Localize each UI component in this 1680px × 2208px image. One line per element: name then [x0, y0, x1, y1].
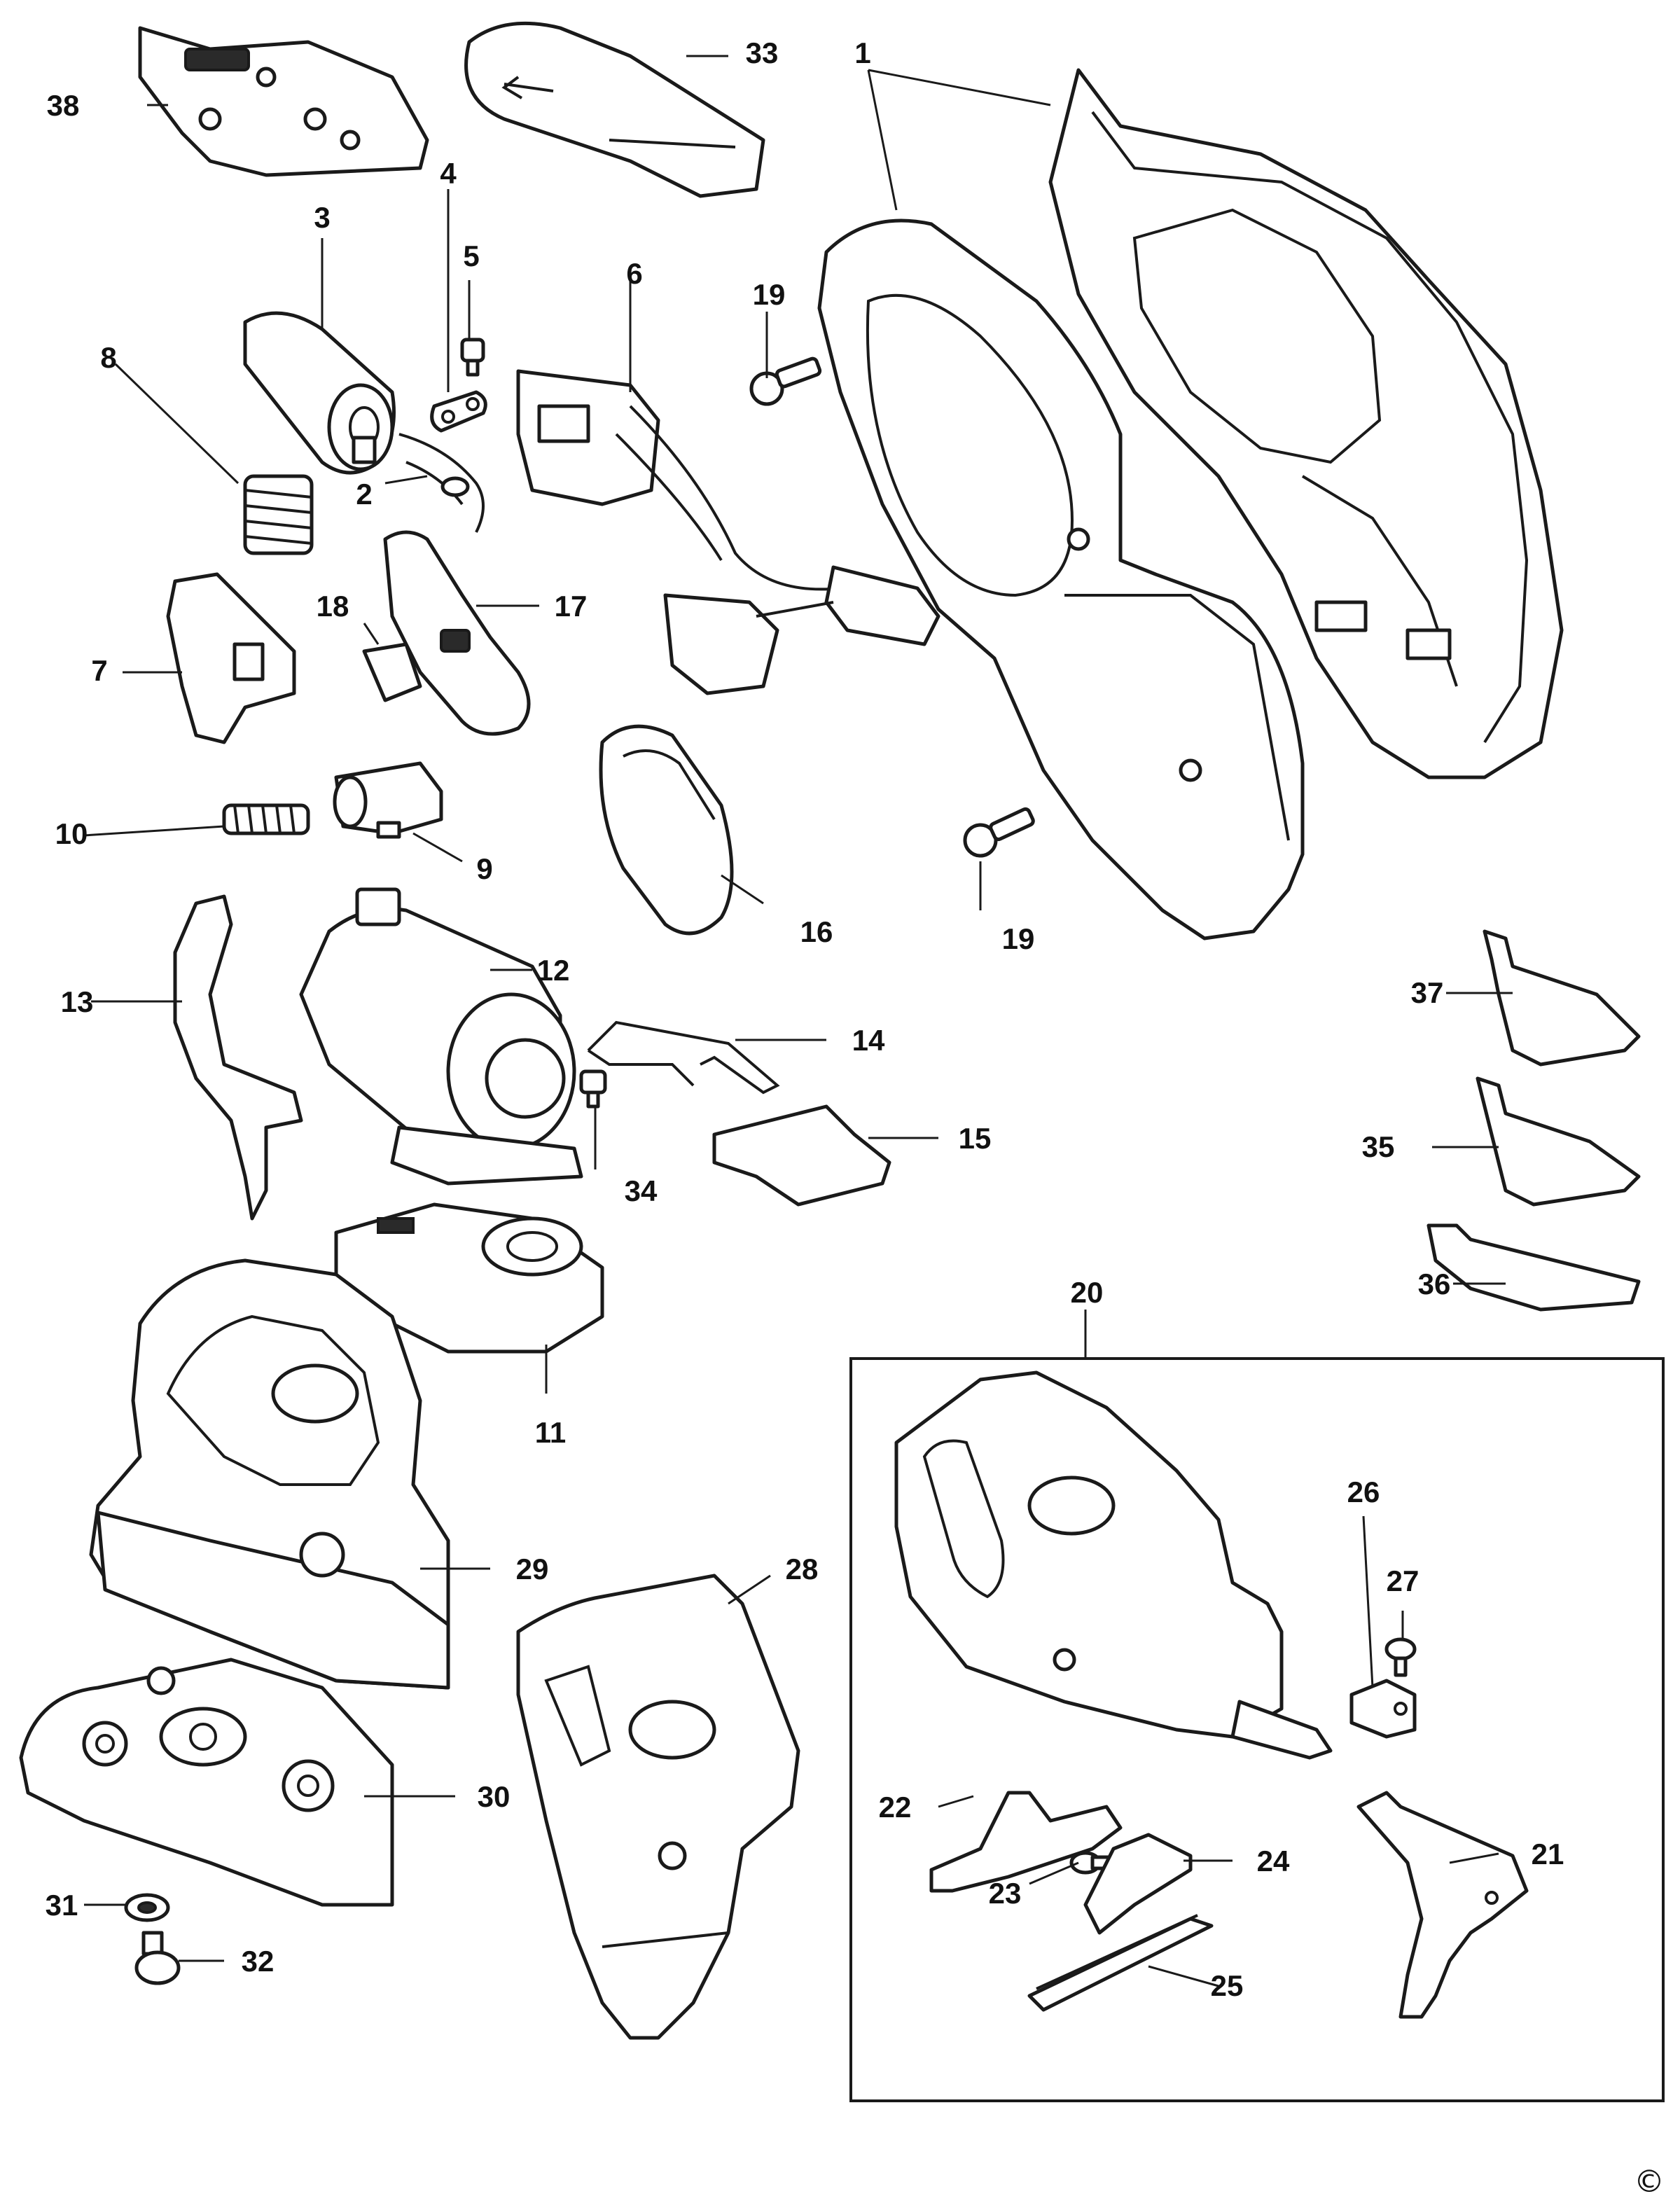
label-30: 30 — [478, 1780, 511, 1813]
label-25: 25 — [1211, 1969, 1244, 2002]
part-1-housing-left — [817, 218, 1305, 940]
part-15-cover — [712, 1104, 891, 1207]
part-9-sleeve — [333, 761, 443, 839]
part-20-housing — [894, 1370, 1333, 1760]
label-14: 14 — [852, 1024, 885, 1057]
part-21-arm — [1356, 1791, 1529, 2019]
part-29-sander-assembly — [89, 1258, 450, 1690]
label-19-lower: 19 — [1002, 922, 1035, 955]
part-26-clamp — [1349, 1679, 1417, 1739]
label-31: 31 — [46, 1889, 78, 1922]
label-35: 35 — [1362, 1130, 1395, 1163]
label-33: 33 — [746, 36, 779, 69]
callout-labels: 38 33 1 3 4 5 6 19 8 2 18 17 7 10 9 16 1… — [46, 36, 1665, 2200]
part-6-switch-assembly — [516, 369, 940, 695]
part-7-bracket — [166, 572, 296, 744]
label-38: 38 — [47, 89, 80, 122]
label-8: 8 — [100, 341, 116, 374]
part-16-rubber-button — [599, 724, 734, 936]
part-1-housing-right — [1048, 68, 1564, 779]
label-5: 5 — [463, 239, 479, 272]
part-24-shoe — [1083, 1833, 1193, 1935]
part-12-motor — [299, 887, 583, 1186]
leader-lines — [83, 55, 1513, 1987]
part-17-trigger-cover — [383, 530, 531, 736]
label-3: 3 — [314, 201, 330, 234]
label-23: 23 — [989, 1877, 1022, 1910]
part-34-screw — [579, 1069, 607, 1109]
label-28: 28 — [786, 1553, 819, 1585]
part-36-scraper-blade — [1426, 1223, 1641, 1312]
label-26: 26 — [1347, 1476, 1380, 1508]
part-20-kit-box — [849, 1357, 1665, 2102]
label-36: 36 — [1418, 1268, 1451, 1300]
part-38-base-plate — [138, 26, 429, 177]
part-27-screw — [1384, 1637, 1417, 1677]
label-20: 20 — [1071, 1276, 1104, 1309]
label-16: 16 — [800, 915, 833, 948]
label-6: 6 — [626, 257, 642, 290]
label-24: 24 — [1257, 1845, 1290, 1877]
part-11-gearbox — [334, 1202, 604, 1354]
part-14-wire-clip — [587, 1020, 780, 1095]
part-10-spring — [222, 803, 310, 835]
label-10: 10 — [55, 817, 88, 850]
label-4: 4 — [440, 157, 457, 190]
label-32: 32 — [242, 1945, 275, 1978]
part-33-nozzle — [464, 21, 765, 198]
label-18: 18 — [317, 590, 349, 623]
part-8-spring — [243, 474, 314, 555]
label-9: 9 — [476, 852, 492, 885]
part-2-cable — [398, 433, 485, 533]
label-29: 29 — [516, 1553, 549, 1585]
part-28-detail-head — [516, 1574, 800, 2040]
label-7: 7 — [91, 654, 107, 687]
part-18-clip — [362, 642, 422, 702]
part-25-blade — [1027, 1914, 1214, 2012]
part-4-cable-clamp — [430, 390, 487, 433]
label-27: 27 — [1387, 1564, 1419, 1597]
part-19-screw-upper — [749, 356, 822, 406]
part-19-screw-lower — [963, 807, 1035, 858]
label-17: 17 — [555, 590, 588, 623]
part-31-washer — [124, 1893, 170, 1922]
part-35-sanding-pad — [1476, 1076, 1641, 1207]
part-5-screw — [460, 338, 485, 377]
part-32-screw — [134, 1931, 181, 1985]
label-22: 22 — [879, 1791, 912, 1824]
label-11: 11 — [535, 1416, 566, 1449]
label-21: 21 — [1532, 1838, 1564, 1870]
part-37-sanding-pad — [1483, 929, 1641, 1067]
label-13: 13 — [61, 985, 94, 1018]
label-15: 15 — [959, 1122, 992, 1155]
part-3-cone-holder — [243, 311, 396, 475]
part-30-base-plate — [19, 1658, 394, 1907]
label-19-upper: 19 — [753, 278, 786, 311]
part-22-guard — [929, 1791, 1123, 1893]
label-1: 1 — [854, 36, 870, 69]
copyright-mark: © — [1634, 2164, 1665, 2200]
label-34: 34 — [625, 1174, 658, 1207]
label-2: 2 — [356, 478, 372, 511]
label-12: 12 — [537, 954, 570, 987]
part-13-lever — [173, 894, 303, 1221]
label-37: 37 — [1411, 976, 1444, 1009]
